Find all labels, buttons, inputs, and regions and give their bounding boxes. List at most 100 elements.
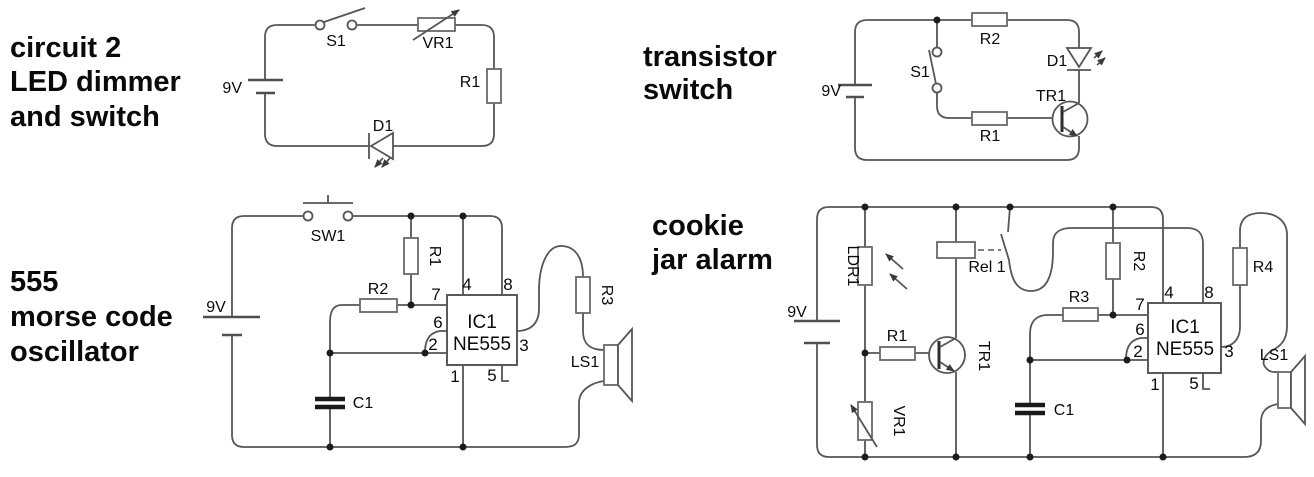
capacitor-label: C1 [353,395,374,412]
pin3-label: 3 [519,336,528,355]
resistor-label: R1 [460,74,481,91]
pin5-label: 5 [1189,374,1198,393]
circuit1-title-line2: LED dimmer [10,66,181,98]
switch-lever [928,49,937,85]
resistor-r2 [971,12,1008,27]
battery-label: 9V [206,299,226,316]
ic-ne555 [446,294,518,366]
pot-arrow [850,404,878,448]
circuit1-title-line1: circuit 2 [10,32,121,64]
pin2-label: 2 [428,335,437,354]
junction-dot [326,443,334,451]
pin7-label: 7 [1135,295,1144,314]
junction-dot [1109,311,1117,319]
led-label: D1 [373,118,394,135]
resistor-r3-label: R3 [598,285,615,306]
pot-arrow [412,9,460,41]
pushbutton-contact [342,210,354,222]
led-label: D1 [1047,53,1068,70]
transistor-emitter [1062,126,1078,137]
circuit3-title-line1: 555 [10,266,58,298]
junction-dot [933,16,941,24]
ldr-label: LDR1 [844,246,861,287]
ic-name: IC1 [1170,317,1200,338]
speaker-label: LS1 [1260,347,1289,364]
junction-dot [326,349,334,357]
junction-dot [1006,203,1014,211]
resistor-r2 [1105,242,1121,280]
pin5-label: 5 [487,366,496,385]
resistor-r2 [359,298,398,313]
junction-dot [1159,453,1167,461]
pin4-label: 4 [1164,283,1173,302]
junction-dot [861,349,869,357]
circuit-cookie-jar-alarm: cookie jar alarm [651,203,1306,461]
resistor-r2-label: R2 [980,31,1001,48]
switch-contact [931,82,943,94]
pin1-label: 1 [450,367,459,386]
led-d1 [369,131,394,161]
pin8-label: 8 [1204,283,1213,302]
junction-dot [1109,203,1117,211]
pin7-label: 7 [431,285,440,304]
resistor-r1 [403,237,419,275]
junction-dot [407,212,415,220]
ldr-ldr1 [857,246,873,286]
resistor-r2-label: R2 [1130,251,1147,272]
speaker-horn [1290,353,1306,427]
led-d1 [1065,47,1093,69]
resistor-r2-label: R2 [368,281,389,298]
resistor-r3 [575,276,591,314]
speaker-ls1 [1277,371,1292,409]
junction-dot [861,453,869,461]
circuit-led-dimmer: circuit 2 LED dimmer and switch 9V S1 VR… [10,7,502,168]
speaker-ls1 [603,344,619,386]
resistor-r1-label: R1 [887,328,908,345]
circuit1-title-line3: and switch [10,101,160,133]
relay-coil [936,241,976,259]
circuit2-title-line1: transistor [643,41,777,73]
transistor-emitter [939,361,955,372]
pin6-label: 6 [433,313,442,332]
led-light-arrow [1093,50,1103,59]
pin4-label: 4 [462,275,471,294]
junction-dot [421,349,429,357]
led-light-arrow [374,157,384,168]
circuit3-title-line2: morse code [10,301,173,333]
circuit-transistor-switch: transistor switch 9V S1 R2 R1 D1 TR1 [643,12,1106,161]
switch-contact [346,19,358,31]
junction-dot [952,203,960,211]
resistor-r4-label: R4 [1253,259,1274,276]
pot-label: VR1 [890,405,907,436]
speaker-horn [617,326,633,404]
switch-label: SW1 [311,228,346,245]
ic-ne555 [1147,302,1222,374]
pin2-label: 2 [1133,342,1142,361]
transistor-collector [1062,102,1080,113]
switch-lever [323,7,366,23]
ic-name: IC1 [467,312,497,333]
junction-dot [459,443,467,451]
junction-dot [1026,453,1034,461]
resistor-r3-label: R3 [1069,289,1090,306]
pushbutton-contact [302,210,314,222]
ic-part: NE555 [1156,339,1214,360]
relay-switch-lever [1000,233,1010,261]
led-light-arrow [381,157,391,168]
circuit-555-oscillator: 555 morse code oscillator 9V SW1 R1 R2 R… [10,195,633,451]
junction-dot [459,212,467,220]
switch-contact [931,46,943,58]
circuit4-title-line1: cookie [652,210,744,242]
resistor-r1 [879,346,916,361]
speaker-label: LS1 [571,354,600,371]
pot-label: VR1 [422,35,453,52]
circuit3-title-line3: oscillator [10,336,139,368]
switch-label: S1 [326,33,346,50]
junction-dot [407,301,415,309]
pin3-label: 3 [1224,342,1233,361]
ldr-light-arrow [889,273,908,290]
pin8-label: 8 [503,275,512,294]
switch-label: S1 [910,64,930,81]
